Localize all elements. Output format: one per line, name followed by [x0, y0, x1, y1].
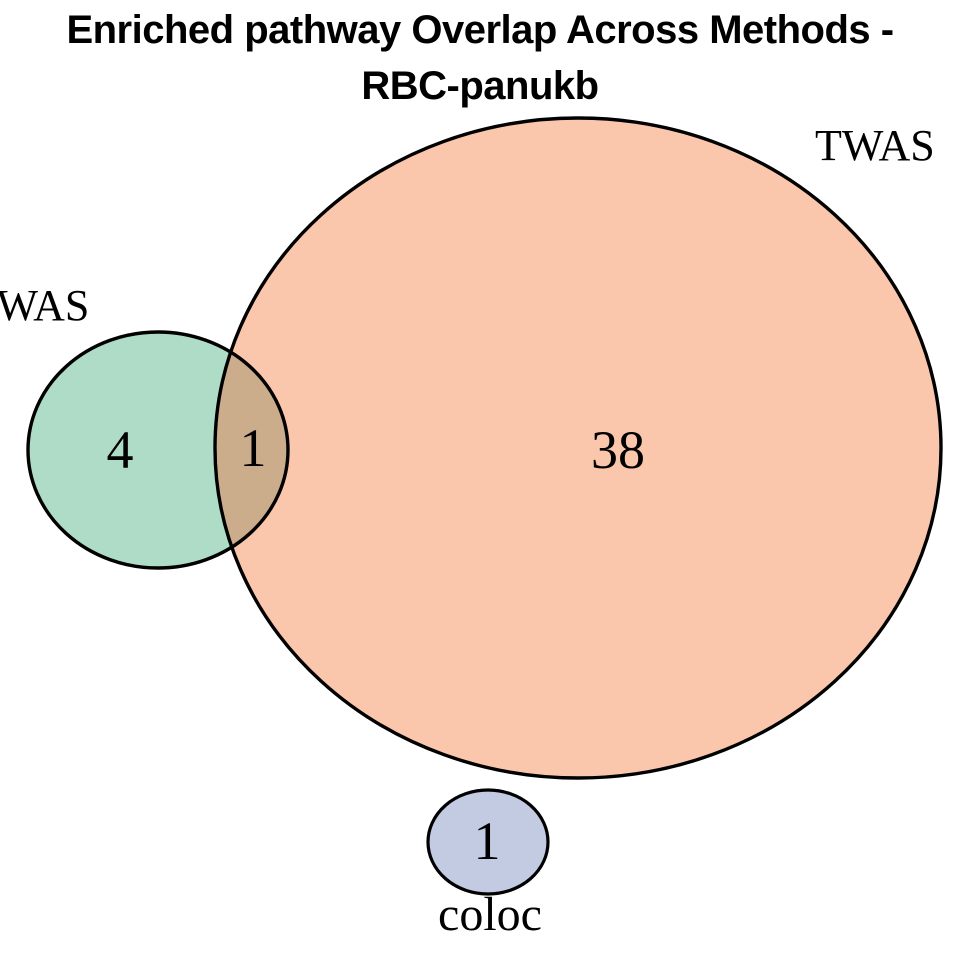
pwas-twas-overlap-count: 1: [240, 418, 267, 478]
chart-title-line-1: Enriched pathway Overlap Across Methods …: [66, 8, 894, 52]
twas-set-outline: [213, 116, 943, 780]
coloc-unique-count: 1: [474, 811, 501, 871]
chart-title-line-2: RBC-panukb: [361, 64, 599, 108]
pwas-unique-count: 4: [107, 420, 134, 480]
chart-title: Enriched pathway Overlap Across Methods …: [0, 2, 960, 114]
pwas-twas-overlap-fill: [215, 332, 288, 568]
twas-set-label: TWAS: [815, 121, 935, 170]
twas-set-region: [215, 118, 941, 778]
coloc-set-region: [426, 788, 550, 896]
pwas-twas-overlap-region: [215, 332, 288, 568]
pwas-set-outline: [26, 330, 290, 570]
pwas-set-label: PWAS: [0, 281, 89, 330]
twas-unique-count: 38: [591, 420, 645, 480]
coloc-set-label: coloc: [438, 888, 542, 941]
